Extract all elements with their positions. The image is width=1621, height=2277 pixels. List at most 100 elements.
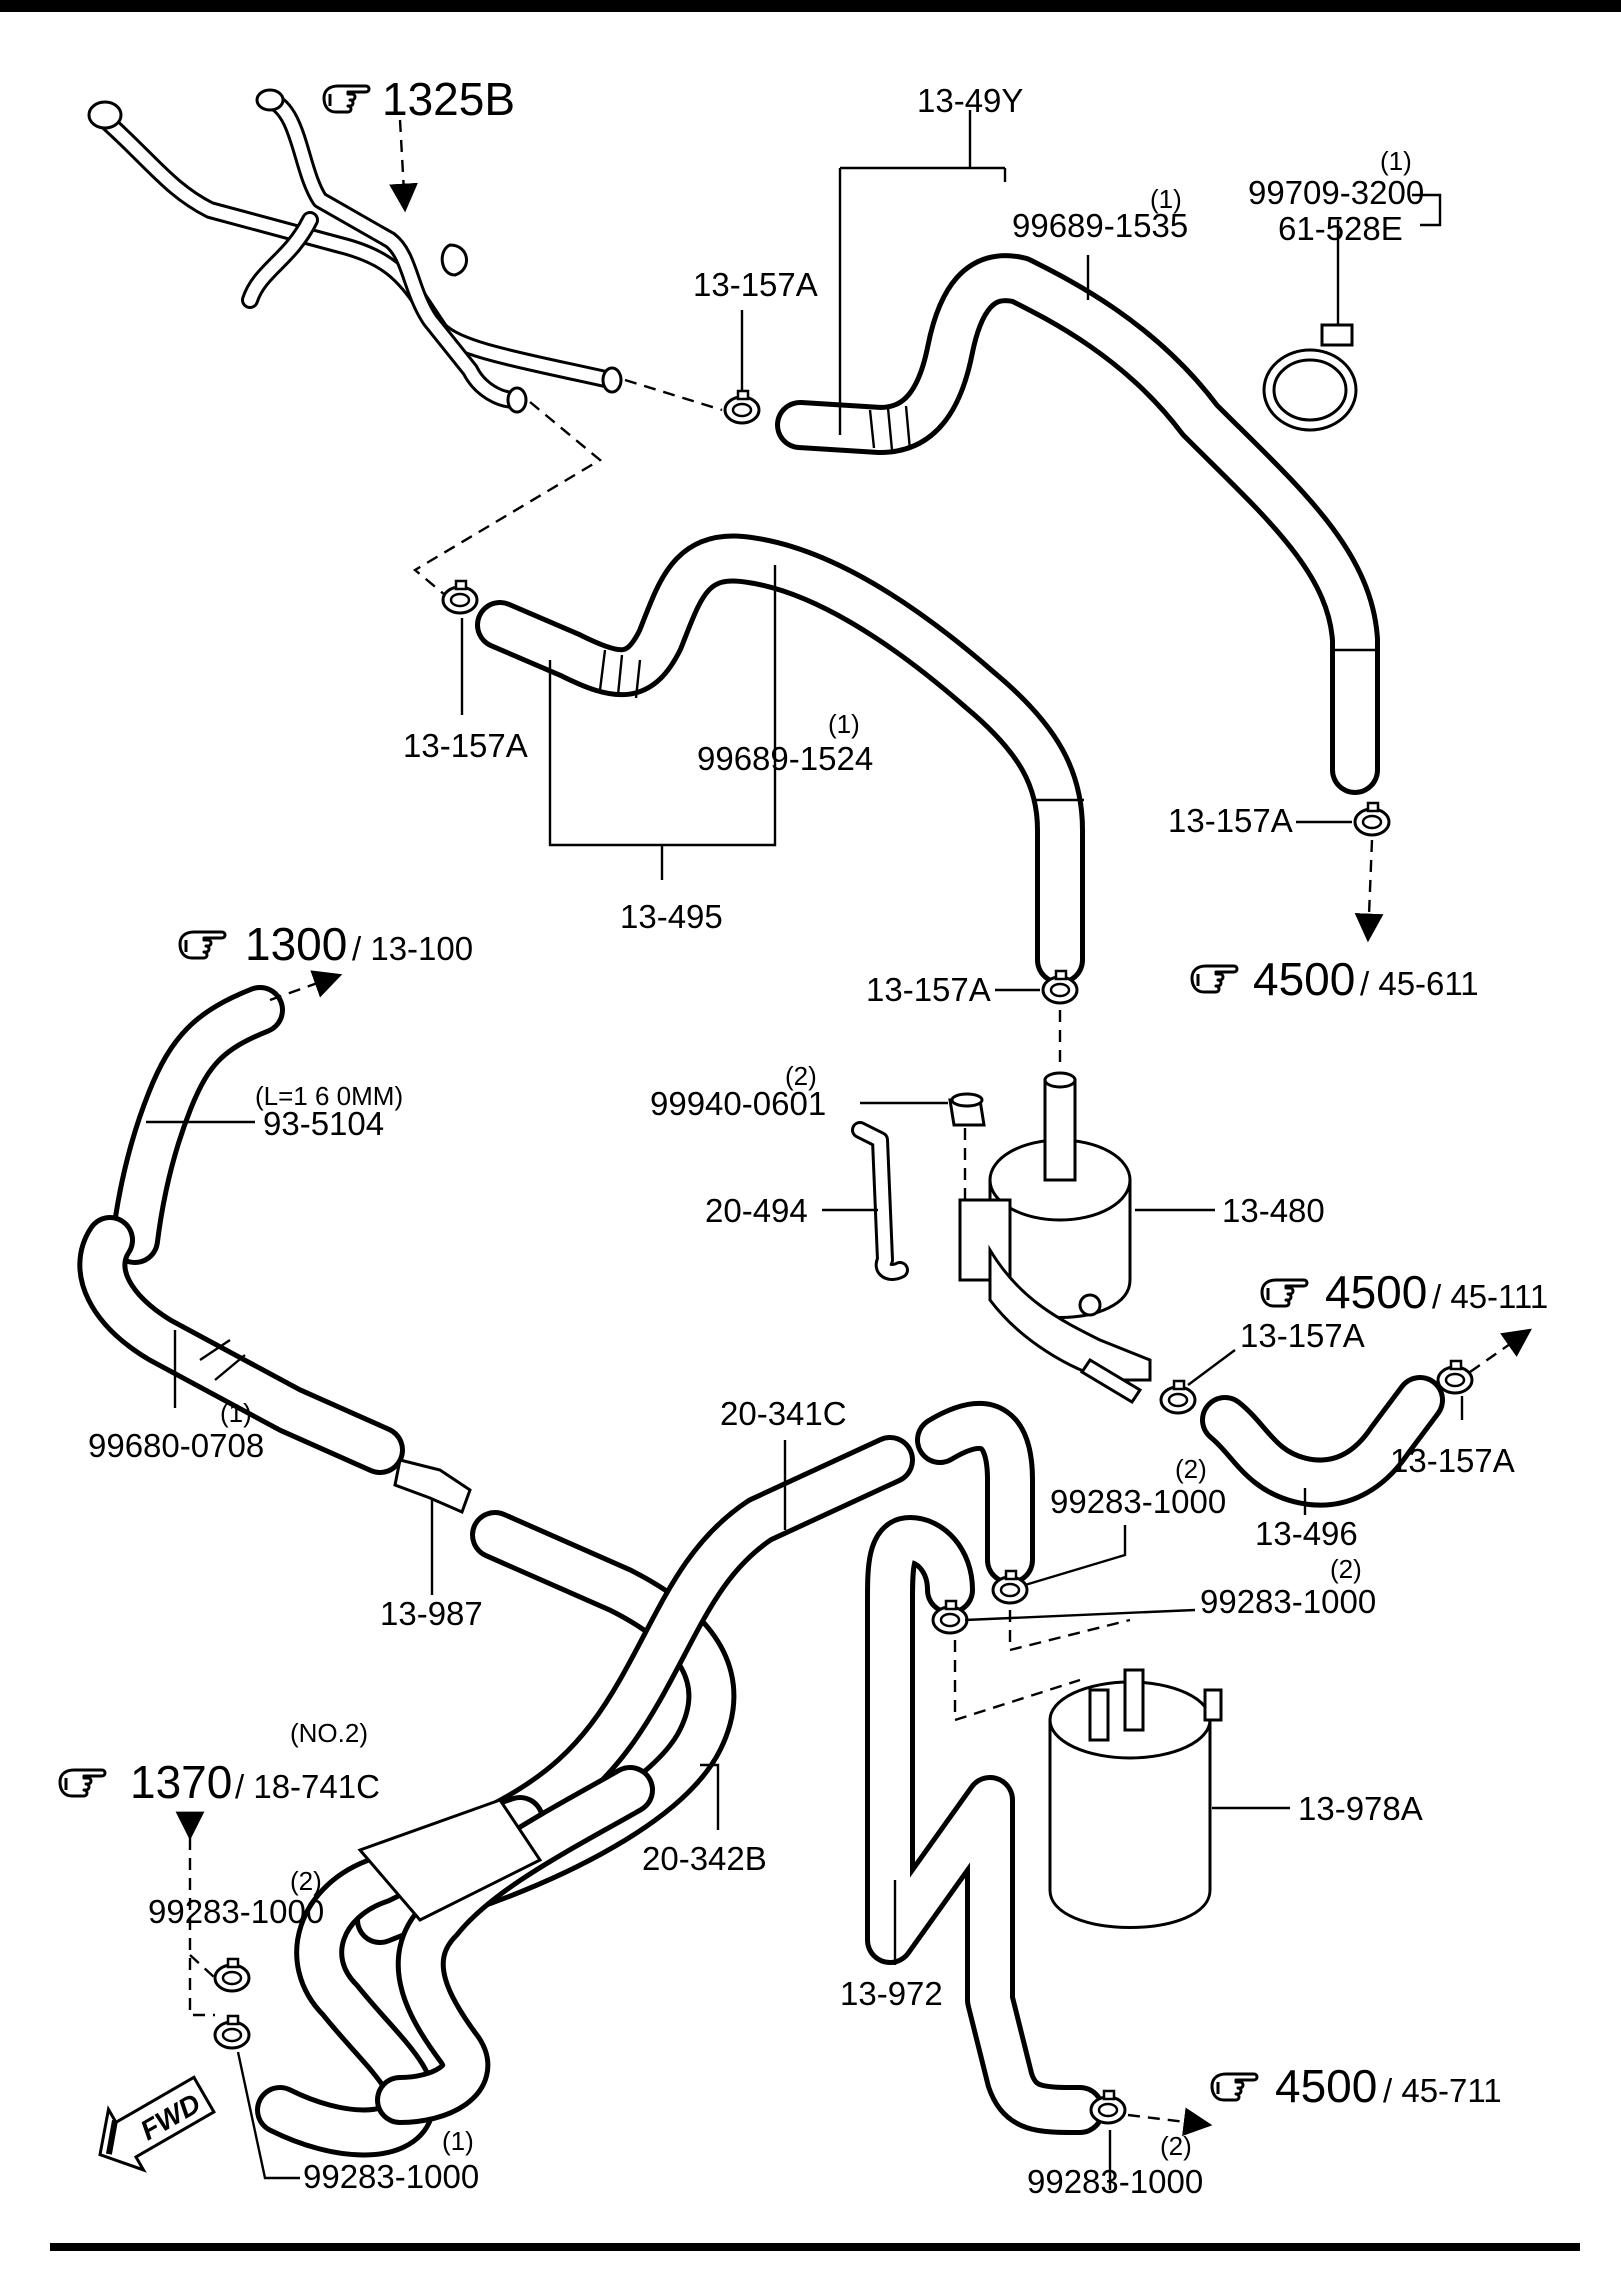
label-13-157a-2: 13-157A <box>403 727 528 764</box>
clamp-99709-3200 <box>1262 323 1358 432</box>
ref-45-611: / 45-611 <box>1360 965 1479 1002</box>
label-99283-1000-a-qty: (2) <box>1175 1454 1207 1484</box>
ref-4500-a: 4500 <box>1253 953 1355 1005</box>
bracket-20-494 <box>851 1121 909 1281</box>
ref-4500-c: 4500 <box>1275 2060 1377 2112</box>
canister-13-978a <box>1048 1668 1223 1929</box>
label-13-496: 13-496 <box>1255 1515 1358 1552</box>
hose-99689-1535 <box>775 253 1380 795</box>
label-93-5104-len: (L=1 6 0MM) <box>255 1081 403 1111</box>
label-99709-3200-qty: (1) <box>1380 146 1412 176</box>
label-99689-1524-qty: (1) <box>828 709 860 739</box>
pipe-assembly-1325b <box>87 88 623 414</box>
label-93-5104: 93-5104 <box>263 1105 384 1142</box>
leader-99283-1000-b <box>964 1608 1196 1622</box>
nut-99940-0601 <box>948 1092 986 1127</box>
label-99709-3200: 99709-3200 <box>1248 174 1424 211</box>
label-20-341c: 20-341C <box>720 1395 847 1432</box>
label-99940-0601: 99940-0601 <box>650 1085 826 1122</box>
label-99283-1000-c-qty: (2) <box>1160 2131 1192 2161</box>
leader-13-157a-5 <box>1187 1349 1236 1386</box>
leader-99283-1000-a <box>1024 1525 1127 1587</box>
fwd-arrow-icon: FWD <box>98 2075 216 2173</box>
label-13-495: 13-495 <box>620 898 723 935</box>
label-13-480: 13-480 <box>1222 1192 1325 1229</box>
ref-13-100: / 13-100 <box>352 930 473 967</box>
top-border <box>0 0 1621 12</box>
label-99680-0708-qty: (1) <box>220 1398 252 1428</box>
ref-1300: 1300 <box>245 918 347 970</box>
hose-20-342b <box>445 1400 1035 1865</box>
label-99283-1000-b-qty: (2) <box>1330 1554 1362 1584</box>
label-99283-1000-d: 99283-1000 <box>303 2158 479 2195</box>
dash-canister-lower <box>953 1610 1131 1722</box>
label-13-157a-3: 13-157A <box>1168 802 1293 839</box>
label-13-49y: 13-49Y <box>917 82 1023 119</box>
label-13-987: 13-987 <box>380 1595 483 1632</box>
canister-13-480 <box>958 1071 1152 1405</box>
dash-pipe-clamp2 <box>412 401 603 596</box>
hose-93-5104 <box>110 985 285 1265</box>
clamp-13-157a-3 <box>1353 801 1391 837</box>
label-20-342b: 20-342B <box>642 1840 767 1877</box>
hose-lower-left <box>255 1765 655 2158</box>
label-99283-1000-b: 99283-1000 <box>1200 1583 1376 1620</box>
label-no2: (NO.2) <box>290 1718 368 1748</box>
ref-45-111: / 45-111 <box>1432 1278 1548 1315</box>
label-99689-1535-qty: (1) <box>1150 184 1182 214</box>
pointing-hand-icon <box>1260 1278 1309 1308</box>
label-99283-1000-a: 99283-1000 <box>1050 1483 1226 1520</box>
clamp-13-157a-5 <box>1159 1379 1197 1415</box>
dash-4500-711 <box>1127 2107 1213 2137</box>
label-13-157a-5: 13-157A <box>1240 1317 1365 1354</box>
clamp-13-157a-2 <box>441 579 479 615</box>
ref-4500-b: 4500 <box>1325 1266 1427 1318</box>
label-61-528e: 61-528E <box>1278 210 1403 247</box>
label-13-157a-4: 13-157A <box>866 971 991 1008</box>
hose-13-496 <box>1200 1375 1445 1508</box>
label-99283-1000-e-qty: (2) <box>290 1866 322 1896</box>
label-99940-0601-qty: (2) <box>785 1061 817 1091</box>
pointing-hand-icon <box>1190 964 1239 994</box>
clamp-99283-1000-4 <box>213 2014 251 2050</box>
dash-4500-111 <box>1469 1328 1532 1373</box>
connector-13-987 <box>393 1458 472 1515</box>
pointing-hand-icon <box>178 930 227 960</box>
label-99283-1000-e: 99283-1000 <box>148 1893 324 1930</box>
hose-99680-0708 <box>77 1215 405 1475</box>
ref-45-711: / 45-711 <box>1383 2072 1502 2109</box>
pointing-hand-icon <box>1210 2072 1259 2102</box>
label-99689-1535: 99689-1535 <box>1012 207 1188 244</box>
label-99283-1000-c: 99283-1000 <box>1027 2163 1203 2200</box>
ref-1370: 1370 <box>130 1756 232 1808</box>
label-20-494: 20-494 <box>705 1192 808 1229</box>
label-13-157a-1: 13-157A <box>693 266 818 303</box>
leader-20-342b <box>700 1763 720 1830</box>
label-99283-1000-d-qty: (1) <box>442 2126 474 2156</box>
dash-4500-611 <box>1354 839 1384 943</box>
label-13-972: 13-972 <box>840 1975 943 2012</box>
dash-1300 <box>269 970 343 1002</box>
label-99680-0708: 99680-0708 <box>88 1427 264 1464</box>
clamp-99283-1000-3 <box>213 1957 251 1993</box>
ref-1325b: 1325B <box>382 73 515 125</box>
hose-13-972 <box>865 1515 1105 2135</box>
pointing-hand-icon <box>322 84 371 114</box>
label-13-157a-6: 13-157A <box>1390 1442 1515 1479</box>
label-99689-1524: 99689-1524 <box>697 740 873 777</box>
clamp-13-157a-1 <box>723 389 761 425</box>
label-13-978a: 13-978A <box>1298 1790 1423 1827</box>
leader-99283-1000-d <box>236 2051 300 2180</box>
bottom-border <box>50 2243 1580 2251</box>
clamp-13-157a-6 <box>1436 1359 1474 1395</box>
leader-61-528e <box>1412 193 1442 227</box>
ref-18-741c: / 18-741C <box>235 1768 380 1805</box>
dash-1325b <box>389 119 418 213</box>
leader-13-49y <box>838 110 1007 435</box>
dash-1370 <box>190 1838 215 2017</box>
pointing-hand-icon <box>58 1768 107 1798</box>
hose-99689-1524 <box>475 533 1085 985</box>
leader-13-495 <box>548 565 777 880</box>
dash-pipe-clamp1 <box>624 378 723 412</box>
